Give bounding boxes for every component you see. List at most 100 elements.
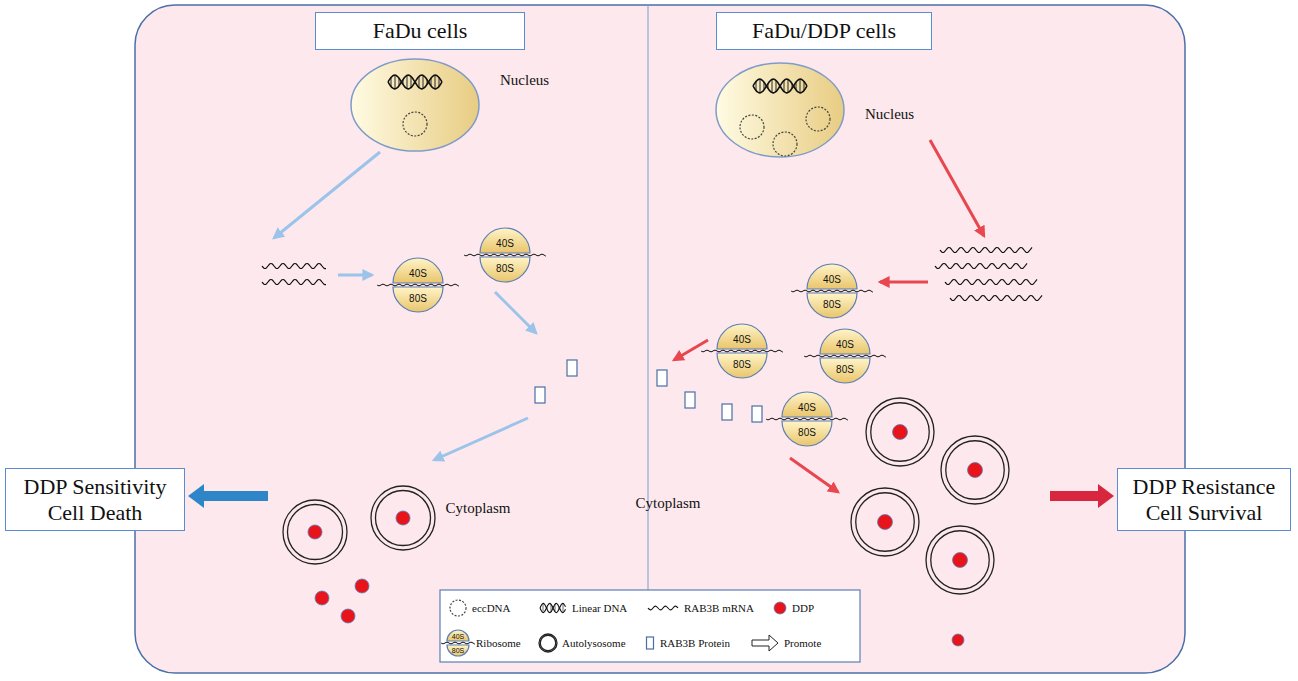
subunit-label: 80S xyxy=(733,358,751,369)
promote-arrow xyxy=(790,458,838,492)
eccdna-circle xyxy=(806,107,830,131)
mrna-strand xyxy=(766,418,848,420)
mrna-strand xyxy=(441,642,475,644)
dna-rung xyxy=(772,79,773,92)
autolysosome-outer xyxy=(283,500,347,564)
nucleus-shape xyxy=(715,62,845,158)
ribosome-small-subunit xyxy=(480,228,530,253)
subunit-label: 80S xyxy=(823,298,841,309)
legend-label: Linear DNA xyxy=(572,602,627,614)
header-text: FaDu/DDP cells xyxy=(752,18,896,44)
outcome-arrowhead xyxy=(188,484,204,508)
dna-rung xyxy=(800,79,801,93)
autolysosome-outer xyxy=(866,398,934,466)
rab3b-protein xyxy=(752,406,762,422)
legend-label: eccDNA xyxy=(472,602,510,614)
legend-sample xyxy=(774,602,786,614)
ribosome-small-subunit xyxy=(447,630,469,641)
autolysosome-inner xyxy=(287,504,342,559)
outcome-arrow xyxy=(200,491,268,501)
subunit-label: 80S xyxy=(409,292,427,303)
eccdna-circle xyxy=(740,115,764,139)
legend-box xyxy=(440,590,860,662)
legend-label: Autolysosome xyxy=(562,637,626,649)
eccdna-circle xyxy=(403,112,427,136)
autolysosome-inner xyxy=(856,493,914,551)
ribosome: 40S80S xyxy=(391,256,445,314)
autolysosome-outer xyxy=(539,634,557,652)
subunit-label: 80S xyxy=(836,363,854,374)
mrna-strand xyxy=(804,355,886,357)
rab3b-mrna xyxy=(262,280,326,285)
ddp-dot xyxy=(953,553,968,568)
dna-rung xyxy=(411,76,412,87)
promote-sample xyxy=(752,635,778,651)
legend-label: RAB3B mRNA xyxy=(684,602,754,614)
ddp-dot xyxy=(315,591,329,605)
ribosome: 40S 80S xyxy=(818,327,872,385)
outcome-arrow xyxy=(1050,491,1102,501)
rab3b-protein xyxy=(535,387,545,403)
autolysosome-inner xyxy=(931,531,989,589)
subunit-label: 40S xyxy=(452,633,464,640)
promote-arrow xyxy=(880,281,928,284)
rab3b-mrna xyxy=(935,263,1027,268)
subunit-label: 40S xyxy=(836,339,854,350)
dna-strand xyxy=(388,75,442,89)
dna-rung xyxy=(435,75,436,89)
decoration xyxy=(188,140,1114,646)
legend-label: RAB3B Protein xyxy=(660,637,730,649)
outcome-text: DDP Resistance Cell Survival xyxy=(1126,474,1282,525)
promote-arrow xyxy=(674,340,708,360)
eccdna-circle xyxy=(450,600,466,616)
dna-strand xyxy=(540,603,566,612)
ribosome-large-subunit xyxy=(782,421,832,446)
mrna-strand xyxy=(464,254,546,256)
legend-label: Promote xyxy=(784,637,821,649)
promote-arrow xyxy=(495,292,536,333)
rab3b-protein xyxy=(567,360,577,376)
autolysosome-inner xyxy=(375,490,430,545)
rab3b-protein xyxy=(722,404,732,420)
ddp-dot xyxy=(396,511,410,525)
compartment-label: Nucleus xyxy=(500,72,549,89)
ribosome-shape xyxy=(780,390,834,448)
subunit-label: 40S xyxy=(733,334,751,345)
legend-swatch xyxy=(774,602,786,614)
ribosome-large-subunit xyxy=(480,257,530,282)
legend-sample xyxy=(540,603,566,613)
dna-strand xyxy=(540,603,566,612)
region-label: Cytoplasm xyxy=(445,500,510,517)
ddp-dot xyxy=(341,609,355,623)
compartment-label: Nucleus xyxy=(865,106,914,123)
promote-arrow xyxy=(930,140,984,236)
subunit-label: 40S xyxy=(798,402,816,413)
outcome-box: DDP Sensitivity Cell Death xyxy=(5,468,185,531)
ribosome: 40S 80S xyxy=(805,262,859,320)
dna-rung xyxy=(784,80,785,91)
ddp-dot xyxy=(952,634,964,646)
ddp-dot xyxy=(968,463,983,478)
nucleus: Nucleus xyxy=(715,62,845,158)
outcome-arrowhead xyxy=(1098,484,1114,508)
ribosome-shape xyxy=(478,226,532,284)
dna-rung xyxy=(407,75,408,88)
subunit-label: 80S xyxy=(452,647,464,654)
dna-strand xyxy=(388,75,442,89)
subunit-label: 40S xyxy=(823,274,841,285)
rab3b-mrna xyxy=(940,247,1032,252)
dna-rung xyxy=(760,79,761,93)
autolysosome-inner xyxy=(946,441,1004,499)
promote-arrow xyxy=(274,152,380,238)
subunit-label: 40S xyxy=(496,238,514,249)
mrna-strand xyxy=(701,350,783,352)
ribosome-shape xyxy=(818,327,872,385)
rab3b-protein xyxy=(657,370,667,386)
autolysosome-inner xyxy=(871,403,929,461)
ribosome-shape xyxy=(715,322,769,380)
mrna-strand xyxy=(377,284,459,286)
dna-rung xyxy=(395,75,396,89)
promote-arrow xyxy=(434,418,528,460)
